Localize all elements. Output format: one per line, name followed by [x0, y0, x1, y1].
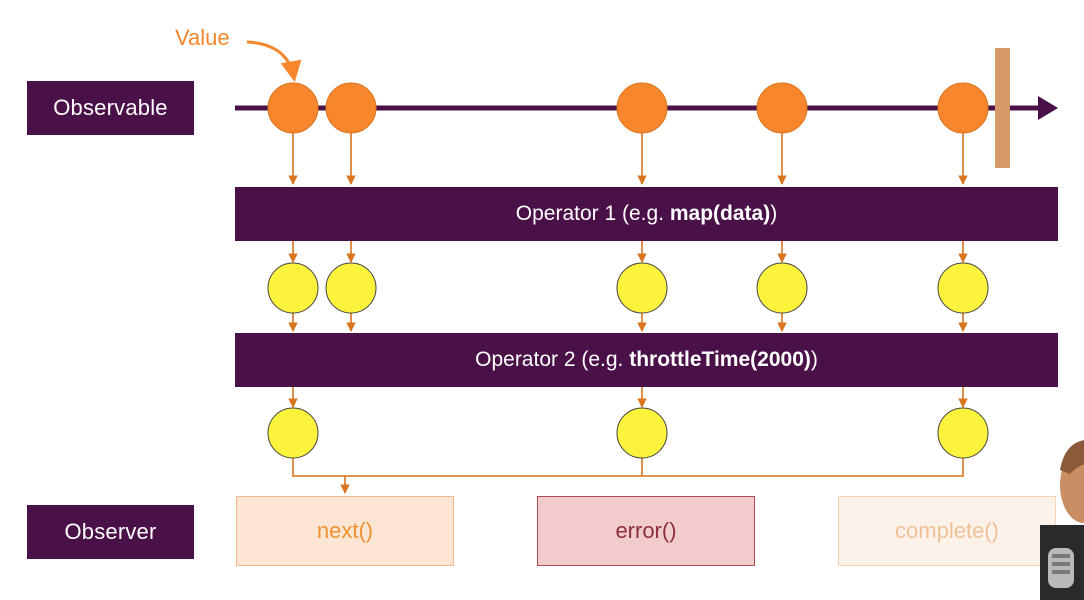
value-pointer-arrow: [246, 40, 302, 83]
completion-marker: [995, 48, 1010, 168]
source-emission: [756, 82, 808, 134]
presenter-video-overlay: [1026, 430, 1084, 600]
error-handler: error(): [537, 496, 755, 566]
marble-diagram: [235, 40, 1058, 494]
mapped-value: [325, 262, 377, 314]
mapped-value: [756, 262, 808, 314]
next-collector-line: [292, 458, 964, 477]
value-label: Value: [175, 25, 230, 50]
throttled-value: [616, 407, 668, 459]
operator-2-code: throttleTime(2000): [629, 348, 811, 371]
operator-1-prefix: Operator 1 (e.g.: [515, 202, 670, 225]
throttled-value: [267, 407, 319, 459]
operator-2-prefix: Operator 2 (e.g.: [475, 348, 630, 371]
source-emission: [616, 82, 668, 134]
next-handler: next(): [236, 496, 454, 566]
operator-2-bar: Operator 2 (e.g. throttleTime(2000) ): [235, 333, 1058, 387]
observable-label: Observable: [27, 81, 194, 135]
complete-handler: complete(): [838, 496, 1056, 566]
mapped-value: [267, 262, 319, 314]
timeline-arrowhead: [1038, 96, 1058, 120]
source-emission: [325, 82, 377, 134]
throttled-value: [937, 407, 989, 459]
operator-1-suffix: ): [770, 202, 778, 225]
mapped-value: [616, 262, 668, 314]
operator-1-bar: Operator 1 (e.g. map(data) ): [235, 187, 1058, 241]
operator-1-code: map(data): [669, 202, 771, 225]
observer-label: Observer: [27, 505, 194, 559]
source-emission: [937, 82, 989, 134]
source-emission: [267, 82, 319, 134]
operator-2-suffix: ): [810, 348, 818, 371]
mapped-value: [937, 262, 989, 314]
